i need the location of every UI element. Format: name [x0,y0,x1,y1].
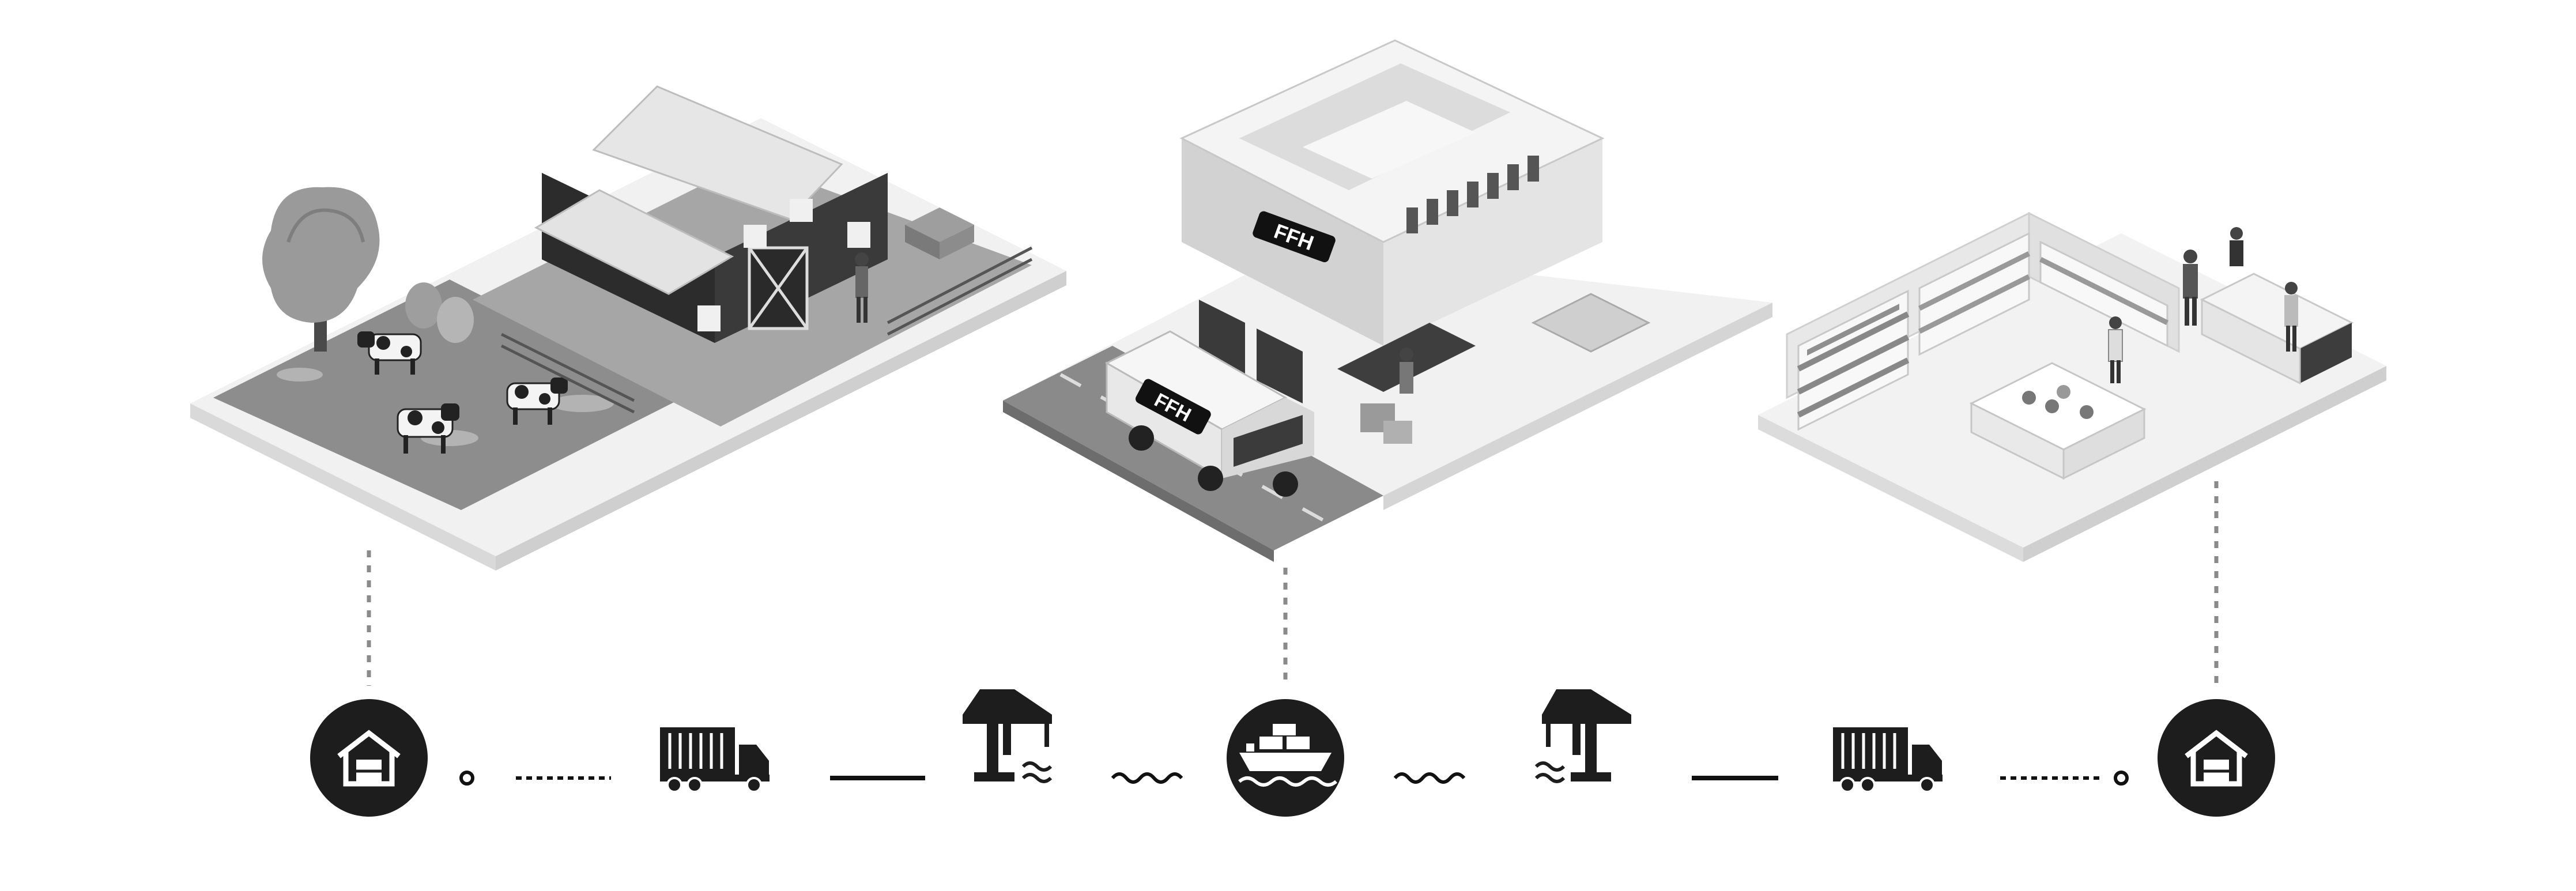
checkout-counter [2200,273,2354,385]
fence [500,246,1033,414]
cow [397,403,459,454]
pasture [213,280,683,510]
truck-icon [660,727,770,793]
factory-building: FFH [1179,39,1605,403]
tree [262,187,380,352]
timeline-stop-port-crane [963,689,1053,783]
timeline-stop-truck [1833,727,1943,793]
connectors [367,481,2219,686]
cow [357,331,422,375]
port-crane-icon [963,689,1053,783]
timeline-stop-port-crane [1534,689,1631,783]
factory-scene: FFH FFH [1003,39,1772,562]
timeline-stop-warehouse [2158,699,2275,817]
shopper [2108,316,2123,383]
port-crane-icon [1534,689,1631,783]
farm-scene [190,85,1066,571]
produce-bins [1969,362,2147,480]
farmer [855,252,869,323]
cashier [2230,227,2243,266]
shopper [2284,282,2298,352]
route-lines [459,771,2129,786]
timeline-stop-cargo-ship [1227,699,1344,817]
timeline-stop-warehouse [310,699,428,817]
warehouse-icon [337,730,401,787]
truck-icon [1833,727,1943,793]
delivery-truck: FFH [1104,330,1314,497]
shopper [2183,250,2198,326]
timeline-stop-truck [660,727,770,793]
store-scene [1758,212,2386,562]
cargo-ship-icon [1238,724,1337,787]
store-shelves [1797,232,2169,431]
cow [506,377,568,425]
barn [534,85,888,343]
warehouse-icon [2185,730,2248,787]
